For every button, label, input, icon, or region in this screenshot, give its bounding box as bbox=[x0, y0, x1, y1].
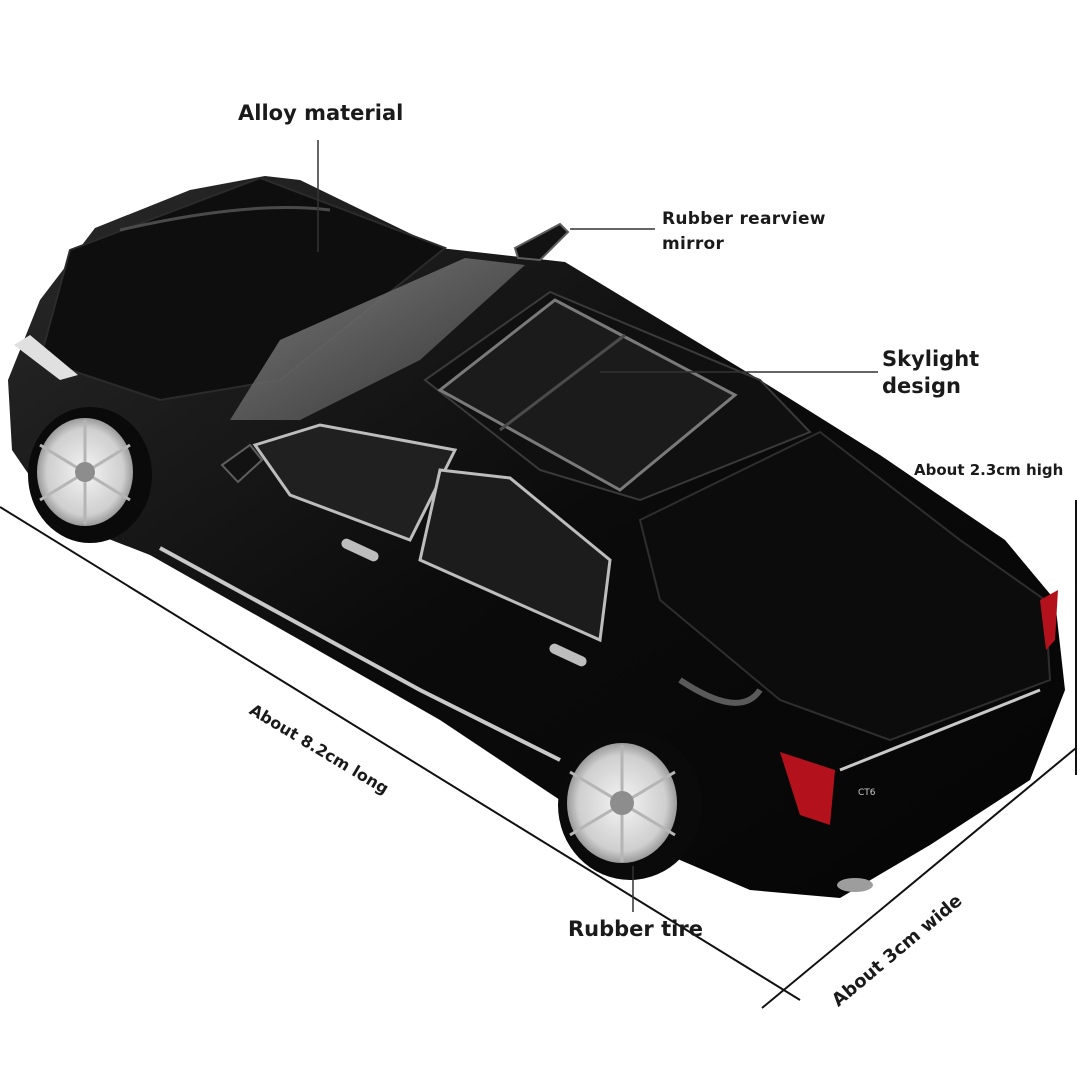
door-handle-rear bbox=[549, 643, 587, 667]
rearview-mirror-label-line2: mirror bbox=[662, 234, 725, 254]
alloy-material-label: Alloy material bbox=[238, 101, 404, 125]
skylight-label: Skylight design bbox=[882, 346, 979, 400]
dimension-lines bbox=[0, 500, 1077, 1009]
rubber-tire-label: Rubber tire bbox=[568, 917, 703, 941]
skylight bbox=[437, 298, 738, 492]
rearview-mirror-label-line1: Rubber rearview bbox=[662, 209, 826, 229]
exhaust-tip bbox=[837, 878, 873, 892]
side-window-front bbox=[252, 423, 458, 542]
windshield bbox=[230, 258, 525, 420]
trunk bbox=[638, 430, 1052, 742]
side-trim bbox=[159, 546, 561, 762]
door-handle-front bbox=[341, 538, 379, 562]
side-mirror bbox=[220, 443, 264, 484]
width-dimension-line bbox=[761, 747, 1077, 1009]
taillight bbox=[780, 752, 835, 825]
badge-text: CT6 bbox=[858, 788, 876, 798]
height-label: About 2.3cm high bbox=[914, 461, 1064, 479]
callout-lines bbox=[317, 140, 878, 912]
headlight bbox=[14, 335, 78, 380]
front-wheel bbox=[28, 407, 152, 543]
rear-wheel bbox=[558, 730, 702, 880]
rearview-mirror-label: Rubber rearview mirror bbox=[662, 207, 826, 257]
car-body: CT6 bbox=[8, 176, 1065, 898]
rearview-mirror bbox=[513, 222, 570, 262]
side-window-rear bbox=[418, 468, 612, 643]
length-dimension-line bbox=[0, 506, 801, 1001]
skylight-label-line1: Skylight bbox=[882, 347, 980, 371]
skylight-label-line2: design bbox=[882, 374, 961, 398]
